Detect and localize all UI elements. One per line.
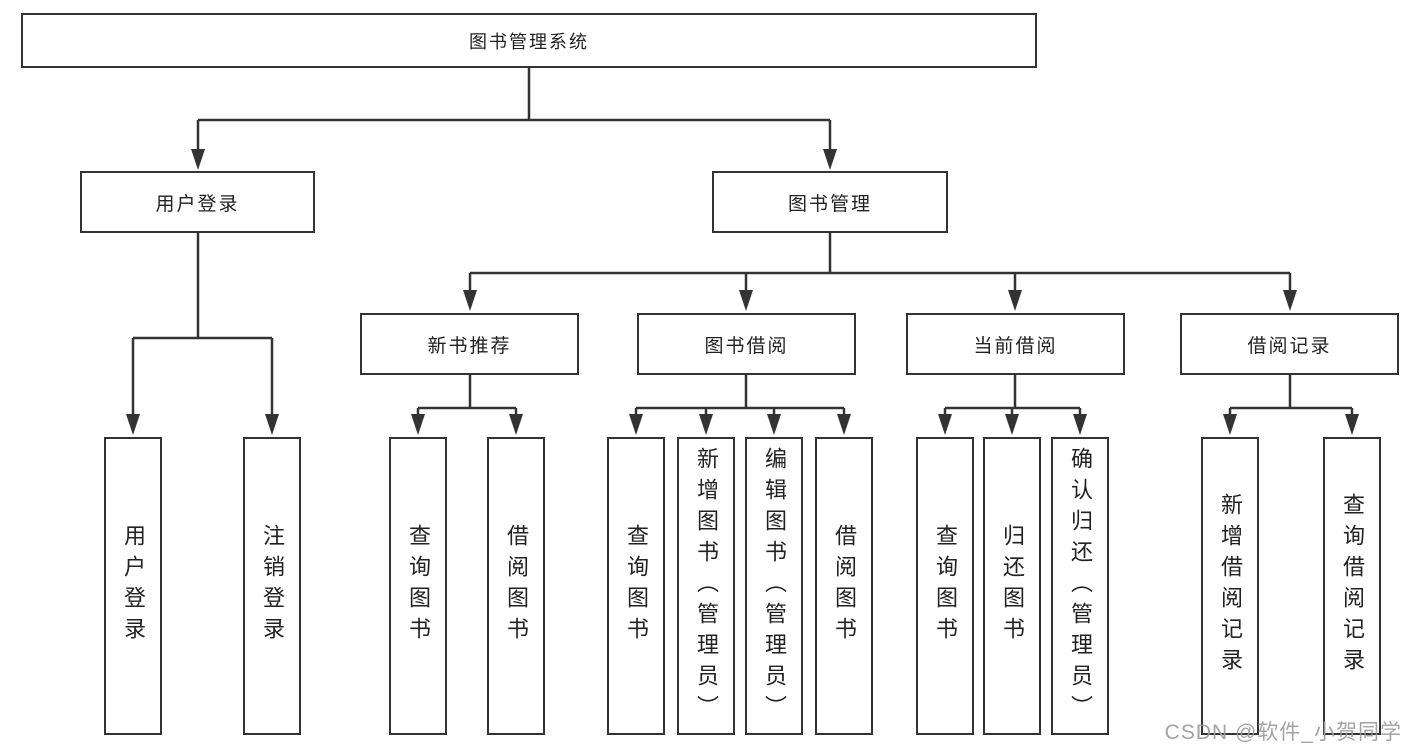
node-current-borrowing-label: 当前借阅 (973, 335, 1058, 357)
leaf-borrow-books-label: 借阅图书 (832, 524, 857, 648)
leaf-query-books-recommend-label: 查询图书 (406, 524, 431, 648)
leaf-borrow-books-recommend-label: 借阅图书 (504, 524, 529, 648)
leaf-add-books-admin-label: 新增图书（管理员） (694, 446, 719, 726)
leaf-query-books-borrow: 查询图书 (607, 437, 665, 735)
node-new-book-recommendation-label: 新书推荐 (427, 335, 512, 357)
leaf-add-borrow-record: 新增借阅记录 (1201, 437, 1259, 735)
node-current-borrowing: 当前借阅 (906, 313, 1125, 375)
node-library-system: 图书管理系统 (21, 13, 1037, 68)
leaf-query-borrow-record: 查询借阅记录 (1323, 437, 1381, 735)
leaf-edit-books-admin-label: 编辑图书（管理员） (762, 446, 787, 726)
leaf-add-borrow-record-label: 新增借阅记录 (1218, 493, 1243, 679)
node-book-borrowing: 图书借阅 (637, 313, 856, 375)
node-borrowing-records-label: 借阅记录 (1247, 335, 1332, 357)
leaf-return-books-label: 归还图书 (1000, 524, 1025, 648)
leaf-return-books: 归还图书 (983, 437, 1041, 735)
node-user-login-label: 用户登录 (155, 193, 240, 215)
leaf-logout-login-label: 注销登录 (260, 524, 285, 648)
leaf-user-login: 用户登录 (104, 437, 162, 735)
node-user-login: 用户登录 (80, 171, 315, 233)
node-book-management-label: 图书管理 (787, 193, 872, 215)
leaf-query-books-borrow-label: 查询图书 (624, 524, 649, 648)
node-new-book-recommendation: 新书推荐 (360, 313, 579, 375)
leaf-confirm-return-admin-label: 确认归还（管理员） (1068, 446, 1093, 726)
leaf-confirm-return-admin: 确认归还（管理员） (1051, 437, 1109, 735)
node-book-management: 图书管理 (712, 171, 948, 233)
leaf-query-borrow-record-label: 查询借阅记录 (1340, 493, 1365, 679)
leaf-logout-login: 注销登录 (243, 437, 301, 735)
node-library-system-label: 图书管理系统 (469, 31, 589, 52)
csdn-watermark: CSDN @软件_小贺同学 (1164, 721, 1402, 744)
leaf-add-books-admin: 新增图书（管理员） (677, 437, 735, 735)
leaf-borrow-books-recommend: 借阅图书 (487, 437, 545, 735)
leaf-edit-books-admin: 编辑图书（管理员） (745, 437, 803, 735)
node-borrowing-records: 借阅记录 (1180, 313, 1399, 375)
leaf-query-books-current-label: 查询图书 (933, 524, 958, 648)
leaf-user-login-label: 用户登录 (121, 524, 146, 648)
leaf-borrow-books: 借阅图书 (815, 437, 873, 735)
leaf-query-books-current: 查询图书 (916, 437, 974, 735)
node-book-borrowing-label: 图书借阅 (704, 335, 789, 357)
leaf-query-books-recommend: 查询图书 (389, 437, 447, 735)
